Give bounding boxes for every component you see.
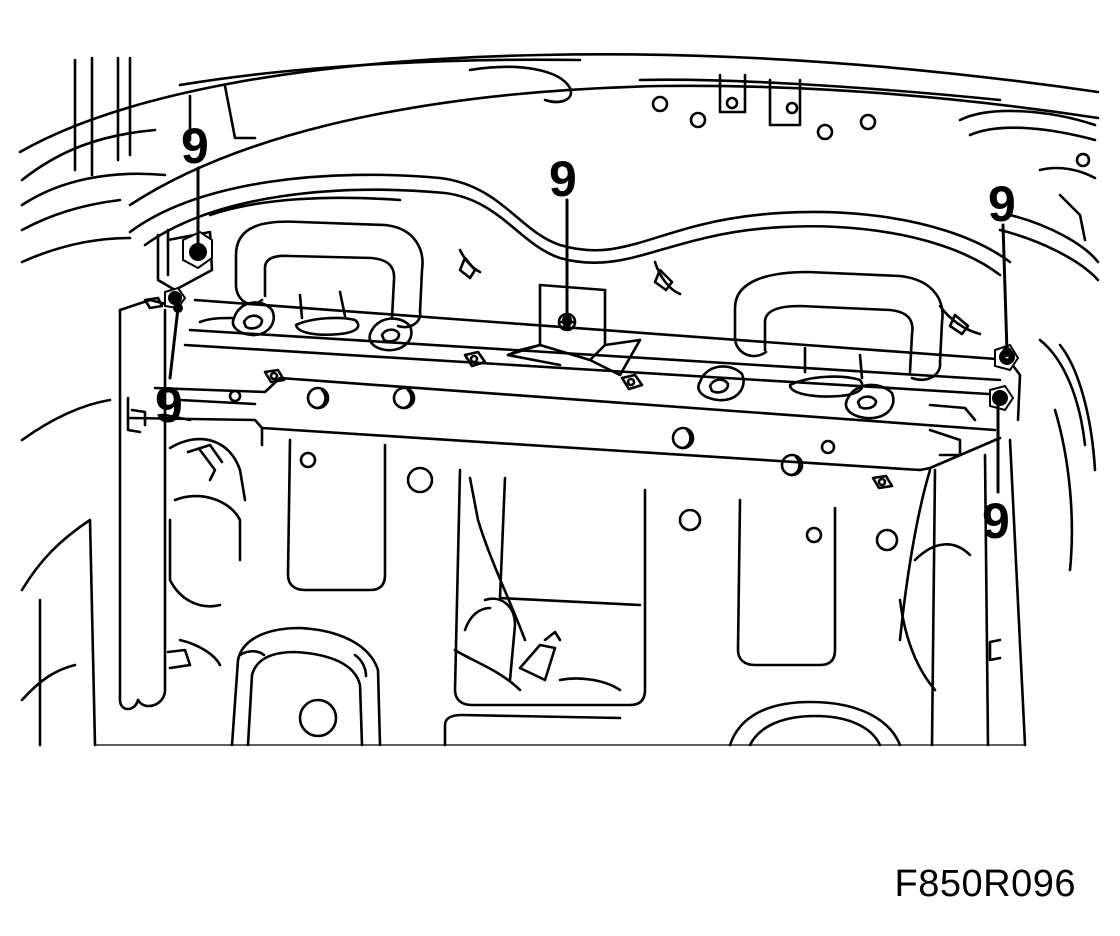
callout-label-top-left: 9 — [181, 118, 209, 174]
callout-label-centre: 9 — [549, 151, 577, 207]
roof-panel-holes — [651, 73, 1091, 168]
left-headrest-guide — [231, 220, 424, 352]
leader-line-top-right — [1001, 223, 1009, 354]
leader-dot-centre — [562, 315, 572, 325]
left-frame-tube — [118, 228, 214, 711]
leader-dot-top-right — [1002, 347, 1012, 357]
leader-dot-bottom-right — [993, 395, 1003, 405]
backrest-top-cover — [128, 173, 1012, 336]
right-headrest-guide — [697, 270, 944, 420]
figure-code: F850R096 — [894, 863, 1076, 905]
leader-dot-bottom-left — [173, 303, 183, 313]
cross-beam — [128, 296, 1012, 490]
mounting-screws — [164, 230, 1020, 412]
leader-dot-top-left — [193, 245, 203, 255]
right-frame-tube — [928, 338, 1097, 747]
left-pillar — [20, 56, 167, 747]
callout-leaders — [168, 166, 1009, 494]
callout-label-bottom-right: 9 — [982, 493, 1010, 549]
lower-backrest-panel — [166, 437, 972, 747]
leader-line-bottom-left — [168, 306, 180, 380]
callout-numbers: 9 9 9 9 9 — [155, 118, 1016, 549]
centre-bracket — [506, 283, 642, 377]
callout-dots — [173, 245, 1012, 405]
callout-label-bottom-left: 9 — [155, 377, 183, 433]
roof-panel — [18, 52, 1100, 282]
callout-label-top-right: 9 — [988, 176, 1016, 232]
